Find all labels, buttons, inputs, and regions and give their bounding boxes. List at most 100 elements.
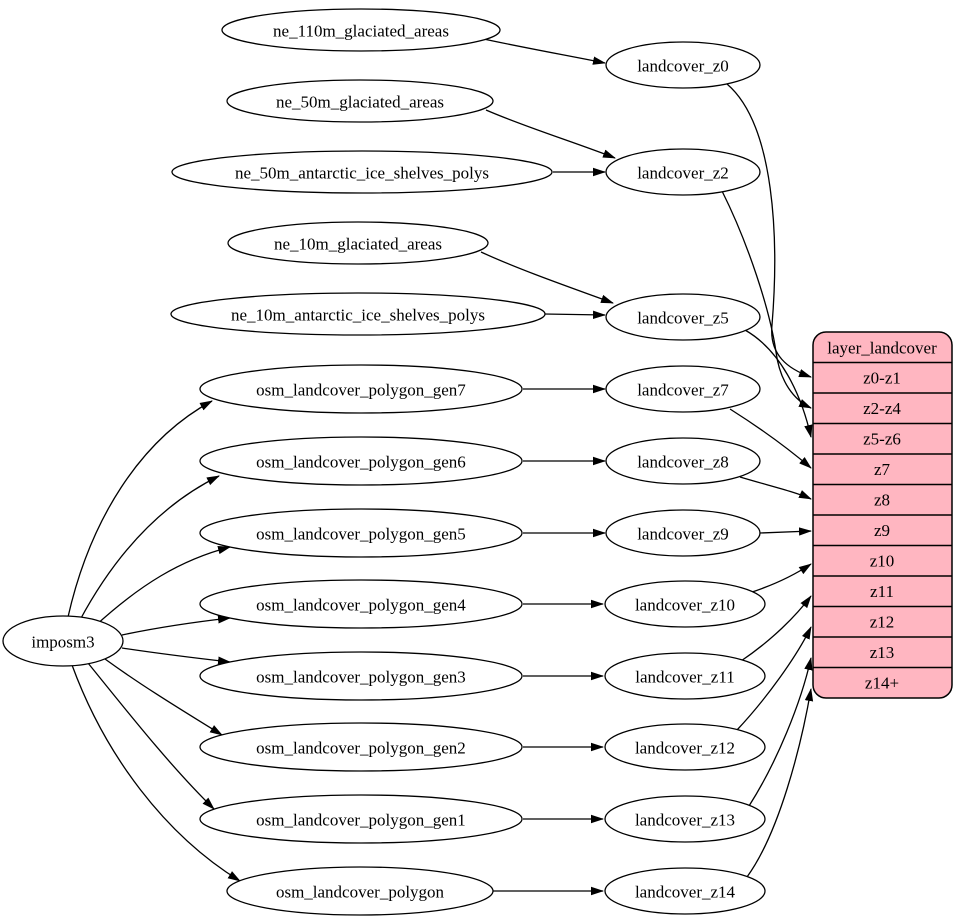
node-landcover-z13: landcover_z13 bbox=[604, 795, 766, 843]
node-label: osm_landcover_polygon bbox=[276, 883, 445, 902]
edge-imposm3-gen6 bbox=[79, 475, 220, 621]
node-shape bbox=[605, 509, 761, 557]
edge-z7-row bbox=[729, 408, 812, 469]
node-label: landcover_z8 bbox=[637, 453, 729, 472]
node-landcover-z14: landcover_z14 bbox=[604, 867, 766, 915]
edge-z11-row bbox=[740, 595, 812, 662]
edge-imposm3-gen5 bbox=[94, 545, 231, 627]
table-row-z8: z8 bbox=[874, 491, 890, 510]
table-row-z11: z11 bbox=[870, 582, 894, 601]
node-ne-50m-glaciated-areas: ne_50m_glaciated_areas bbox=[226, 79, 494, 123]
node-label: osm_landcover_polygon_gen2 bbox=[256, 739, 466, 758]
node-ne-10m-glaciated-areas: ne_10m_glaciated_areas bbox=[227, 221, 489, 265]
node-shape bbox=[199, 508, 523, 558]
edge-imposm3-polygon bbox=[71, 664, 241, 882]
node-shape bbox=[604, 867, 766, 915]
node-shape bbox=[199, 364, 523, 414]
node-osm-landcover-polygon: osm_landcover_polygon bbox=[226, 866, 494, 916]
node-shape bbox=[199, 722, 523, 772]
node-shape bbox=[227, 221, 489, 265]
node-shape bbox=[605, 148, 761, 196]
node-landcover-z2: landcover_z2 bbox=[605, 148, 761, 196]
node-ne-110m-glaciated-areas: ne_110m_glaciated_areas bbox=[221, 8, 501, 52]
node-imposm3: imposm3 bbox=[2, 615, 124, 667]
node-shape bbox=[604, 652, 766, 700]
node-label: ne_10m_glaciated_areas bbox=[274, 235, 442, 254]
node-osm-landcover-polygon-gen2: osm_landcover_polygon_gen2 bbox=[199, 722, 523, 772]
node-osm-landcover-polygon-gen5: osm_landcover_polygon_gen5 bbox=[199, 508, 523, 558]
table-row-z5-z6: z5-z6 bbox=[863, 430, 901, 449]
node-label: osm_landcover_polygon_gen6 bbox=[256, 453, 466, 472]
node-label: ne_50m_glaciated_areas bbox=[276, 93, 444, 112]
edge-z14-row bbox=[746, 688, 814, 878]
edge-z9-row bbox=[759, 527, 812, 536]
node-shape bbox=[605, 365, 761, 413]
node-osm-landcover-polygon-gen6: osm_landcover_polygon_gen6 bbox=[199, 436, 523, 486]
node-label: osm_landcover_polygon_gen5 bbox=[256, 525, 466, 544]
node-landcover-z8: landcover_z8 bbox=[605, 437, 761, 485]
edge-ne10m-glac-z5 bbox=[480, 251, 614, 304]
node-label: osm_landcover_polygon_gen1 bbox=[256, 811, 466, 830]
table-row-z13: z13 bbox=[870, 643, 895, 662]
node-label: landcover_z13 bbox=[635, 811, 735, 830]
node-shape bbox=[221, 8, 501, 52]
edge-z5-row bbox=[744, 329, 813, 438]
node-shape bbox=[199, 579, 523, 629]
node-label: landcover_z5 bbox=[637, 309, 729, 328]
node-shape bbox=[605, 41, 761, 89]
node-label: landcover_z11 bbox=[635, 668, 734, 687]
node-label: ne_10m_antarctic_ice_shelves_polys bbox=[231, 306, 485, 325]
table-row-z0-z1: z0-z1 bbox=[863, 369, 901, 388]
node-label: ne_110m_glaciated_areas bbox=[273, 22, 449, 41]
node-shape bbox=[605, 293, 761, 341]
edge-z13-row bbox=[748, 657, 813, 807]
edge-ne10m-ant-z5 bbox=[543, 310, 606, 320]
node-shape bbox=[604, 723, 766, 771]
node-shape bbox=[199, 651, 523, 701]
node-label: landcover_z14 bbox=[635, 883, 736, 902]
edge-imposm3-gen2 bbox=[104, 658, 223, 736]
edge-imposm3-gen7 bbox=[67, 400, 213, 618]
edge-z12-row bbox=[736, 626, 812, 731]
node-landcover-z0: landcover_z0 bbox=[605, 41, 761, 89]
edge-ne50m-glac-z2 bbox=[485, 109, 616, 159]
node-shape bbox=[605, 437, 761, 485]
node-shape bbox=[604, 580, 766, 628]
node-label: osm_landcover_polygon_gen3 bbox=[256, 668, 466, 687]
node-landcover-z9: landcover_z9 bbox=[605, 509, 761, 557]
table-row-z2-z4: z2-z4 bbox=[863, 399, 901, 418]
node-osm-landcover-polygon-gen1: osm_landcover_polygon_gen1 bbox=[199, 794, 523, 844]
node-label: landcover_z7 bbox=[637, 381, 729, 400]
edge-ne110m-z0 bbox=[478, 37, 606, 65]
node-imposm3-shape bbox=[2, 615, 124, 667]
table-row-z12: z12 bbox=[870, 613, 895, 632]
node-landcover-z10: landcover_z10 bbox=[604, 580, 766, 628]
table-row-z7: z7 bbox=[874, 460, 891, 479]
edge-z2-row bbox=[721, 190, 812, 409]
node-shape bbox=[604, 795, 766, 843]
node-shape bbox=[199, 794, 523, 844]
table-row-z10: z10 bbox=[870, 552, 895, 571]
edge-z8-row bbox=[739, 476, 812, 500]
node-label: landcover_z2 bbox=[637, 164, 729, 183]
node-landcover-z7: landcover_z7 bbox=[605, 365, 761, 413]
node-landcover-z5: landcover_z5 bbox=[605, 293, 761, 341]
node-ne-50m-antarctic-ice-shelves-polys: ne_50m_antarctic_ice_shelves_polys bbox=[171, 150, 553, 194]
table-title: layer_landcover bbox=[827, 339, 937, 358]
table-row-z9: z9 bbox=[874, 521, 890, 540]
node-shape bbox=[199, 436, 523, 486]
node-label: landcover_z0 bbox=[637, 57, 729, 76]
node-osm-landcover-polygon-gen7: osm_landcover_polygon_gen7 bbox=[199, 364, 523, 414]
node-label: landcover_z12 bbox=[635, 739, 735, 758]
node-label: landcover_z10 bbox=[635, 596, 735, 615]
edge-z0-row bbox=[726, 83, 812, 378]
node-shape bbox=[226, 79, 494, 123]
node-ne-10m-antarctic-ice-shelves-polys: ne_10m_antarctic_ice_shelves_polys bbox=[170, 292, 546, 336]
edge-imposm3-gen3 bbox=[121, 647, 231, 665]
table-layer-landcover: layer_landcover z0-z1 z2-z4 z5-z6 z7 z8 … bbox=[812, 331, 953, 699]
edge-group bbox=[67, 37, 814, 896]
node-osm-landcover-polygon-gen3: osm_landcover_polygon_gen3 bbox=[199, 651, 523, 701]
node-label: landcover_z9 bbox=[637, 525, 729, 544]
